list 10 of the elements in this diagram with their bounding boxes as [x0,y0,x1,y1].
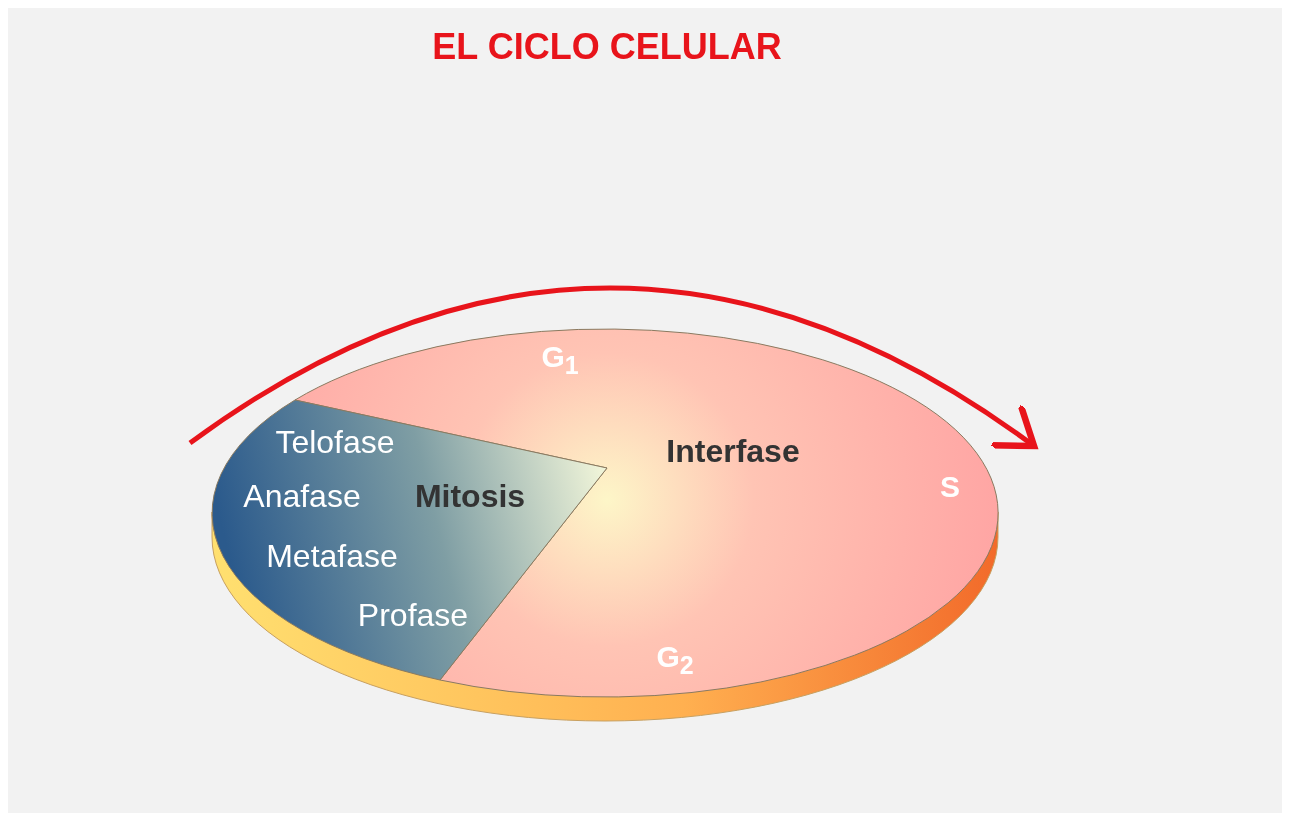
phase-label: Profase [357,598,469,634]
phase-label: Anafase [243,479,361,515]
phase-label: G$_{1}$ [541,340,579,380]
phase-label: S [940,469,960,503]
phase-label: Telofase [275,425,395,461]
diagram-title: EL CICLO CELULAR [432,26,782,68]
phase-label: Metafase [266,539,398,575]
sector-label: Interfase [666,434,800,470]
sector-label: Mitosis [414,479,526,515]
phase-label: G$_{2}$ [656,640,694,680]
